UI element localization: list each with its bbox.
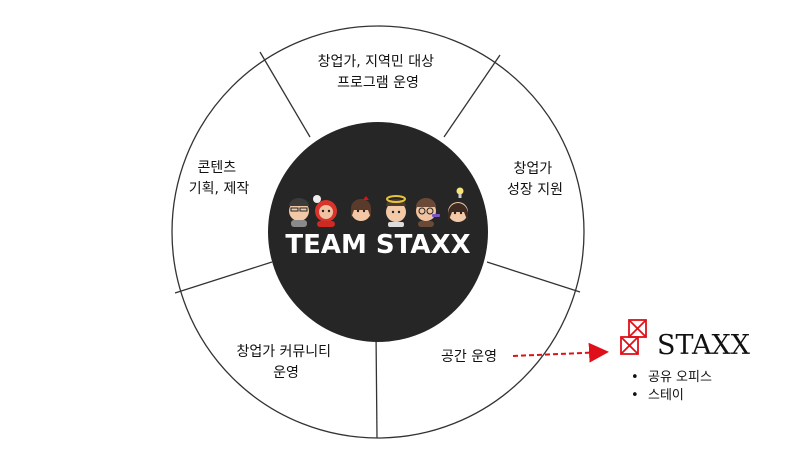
segment-label-line: 프로그램 운영: [337, 75, 419, 91]
avatar-memoji-1: [289, 198, 309, 227]
segment-dividers: [174, 51, 581, 439]
divider-line: [486, 261, 581, 293]
avatar-memoji-3: [351, 196, 371, 221]
bullet-dot: •: [631, 370, 639, 385]
dashed-arrow: [512, 342, 609, 363]
brand-name: STAXX: [657, 330, 751, 361]
segment-label-content: 콘텐츠 기획, 제작: [189, 160, 250, 197]
team-avatars: [289, 187, 468, 227]
segment-label-line: 운영: [273, 365, 299, 381]
segment-label-line: 창업가 커뮤니티: [236, 344, 331, 360]
segment-label-line: 창업가, 지역민 대상: [318, 54, 435, 70]
segment-label-line: 창업가: [513, 161, 552, 177]
segment-label-programs: 창업가, 지역민 대상 프로그램 운영: [318, 54, 439, 91]
bullet-dot: •: [631, 388, 639, 403]
divider-line: [174, 261, 273, 294]
segment-label-growth: 창업가 성장 지원: [507, 161, 563, 198]
avatar-memoji-2: [313, 195, 337, 227]
crossed-boxes-icon: [620, 319, 647, 355]
avatar-memoji-5: [416, 198, 440, 227]
segment-label-line: 콘텐츠: [197, 160, 236, 176]
segment-label-community: 창업가 커뮤니티 운영: [236, 344, 335, 381]
divider-line: [443, 54, 501, 138]
segment-label-line: 성장 지원: [507, 182, 563, 198]
avatar-memoji-6: [448, 187, 468, 222]
list-item: 스테이: [648, 388, 684, 403]
divider-line: [375, 331, 378, 439]
brand-service-list: • 공유 오피스 • 스테이: [631, 370, 712, 403]
list-item: 공유 오피스: [648, 370, 712, 385]
center-circle: [268, 122, 488, 342]
segment-label-line: 공간 운영: [441, 349, 497, 365]
avatar-memoji-4: [386, 195, 406, 227]
team-title: TEAM STAXX: [285, 230, 470, 260]
divider-line: [259, 51, 311, 138]
segment-label-space: 공간 운영: [441, 349, 497, 365]
segment-label-line: 기획, 제작: [189, 181, 250, 197]
